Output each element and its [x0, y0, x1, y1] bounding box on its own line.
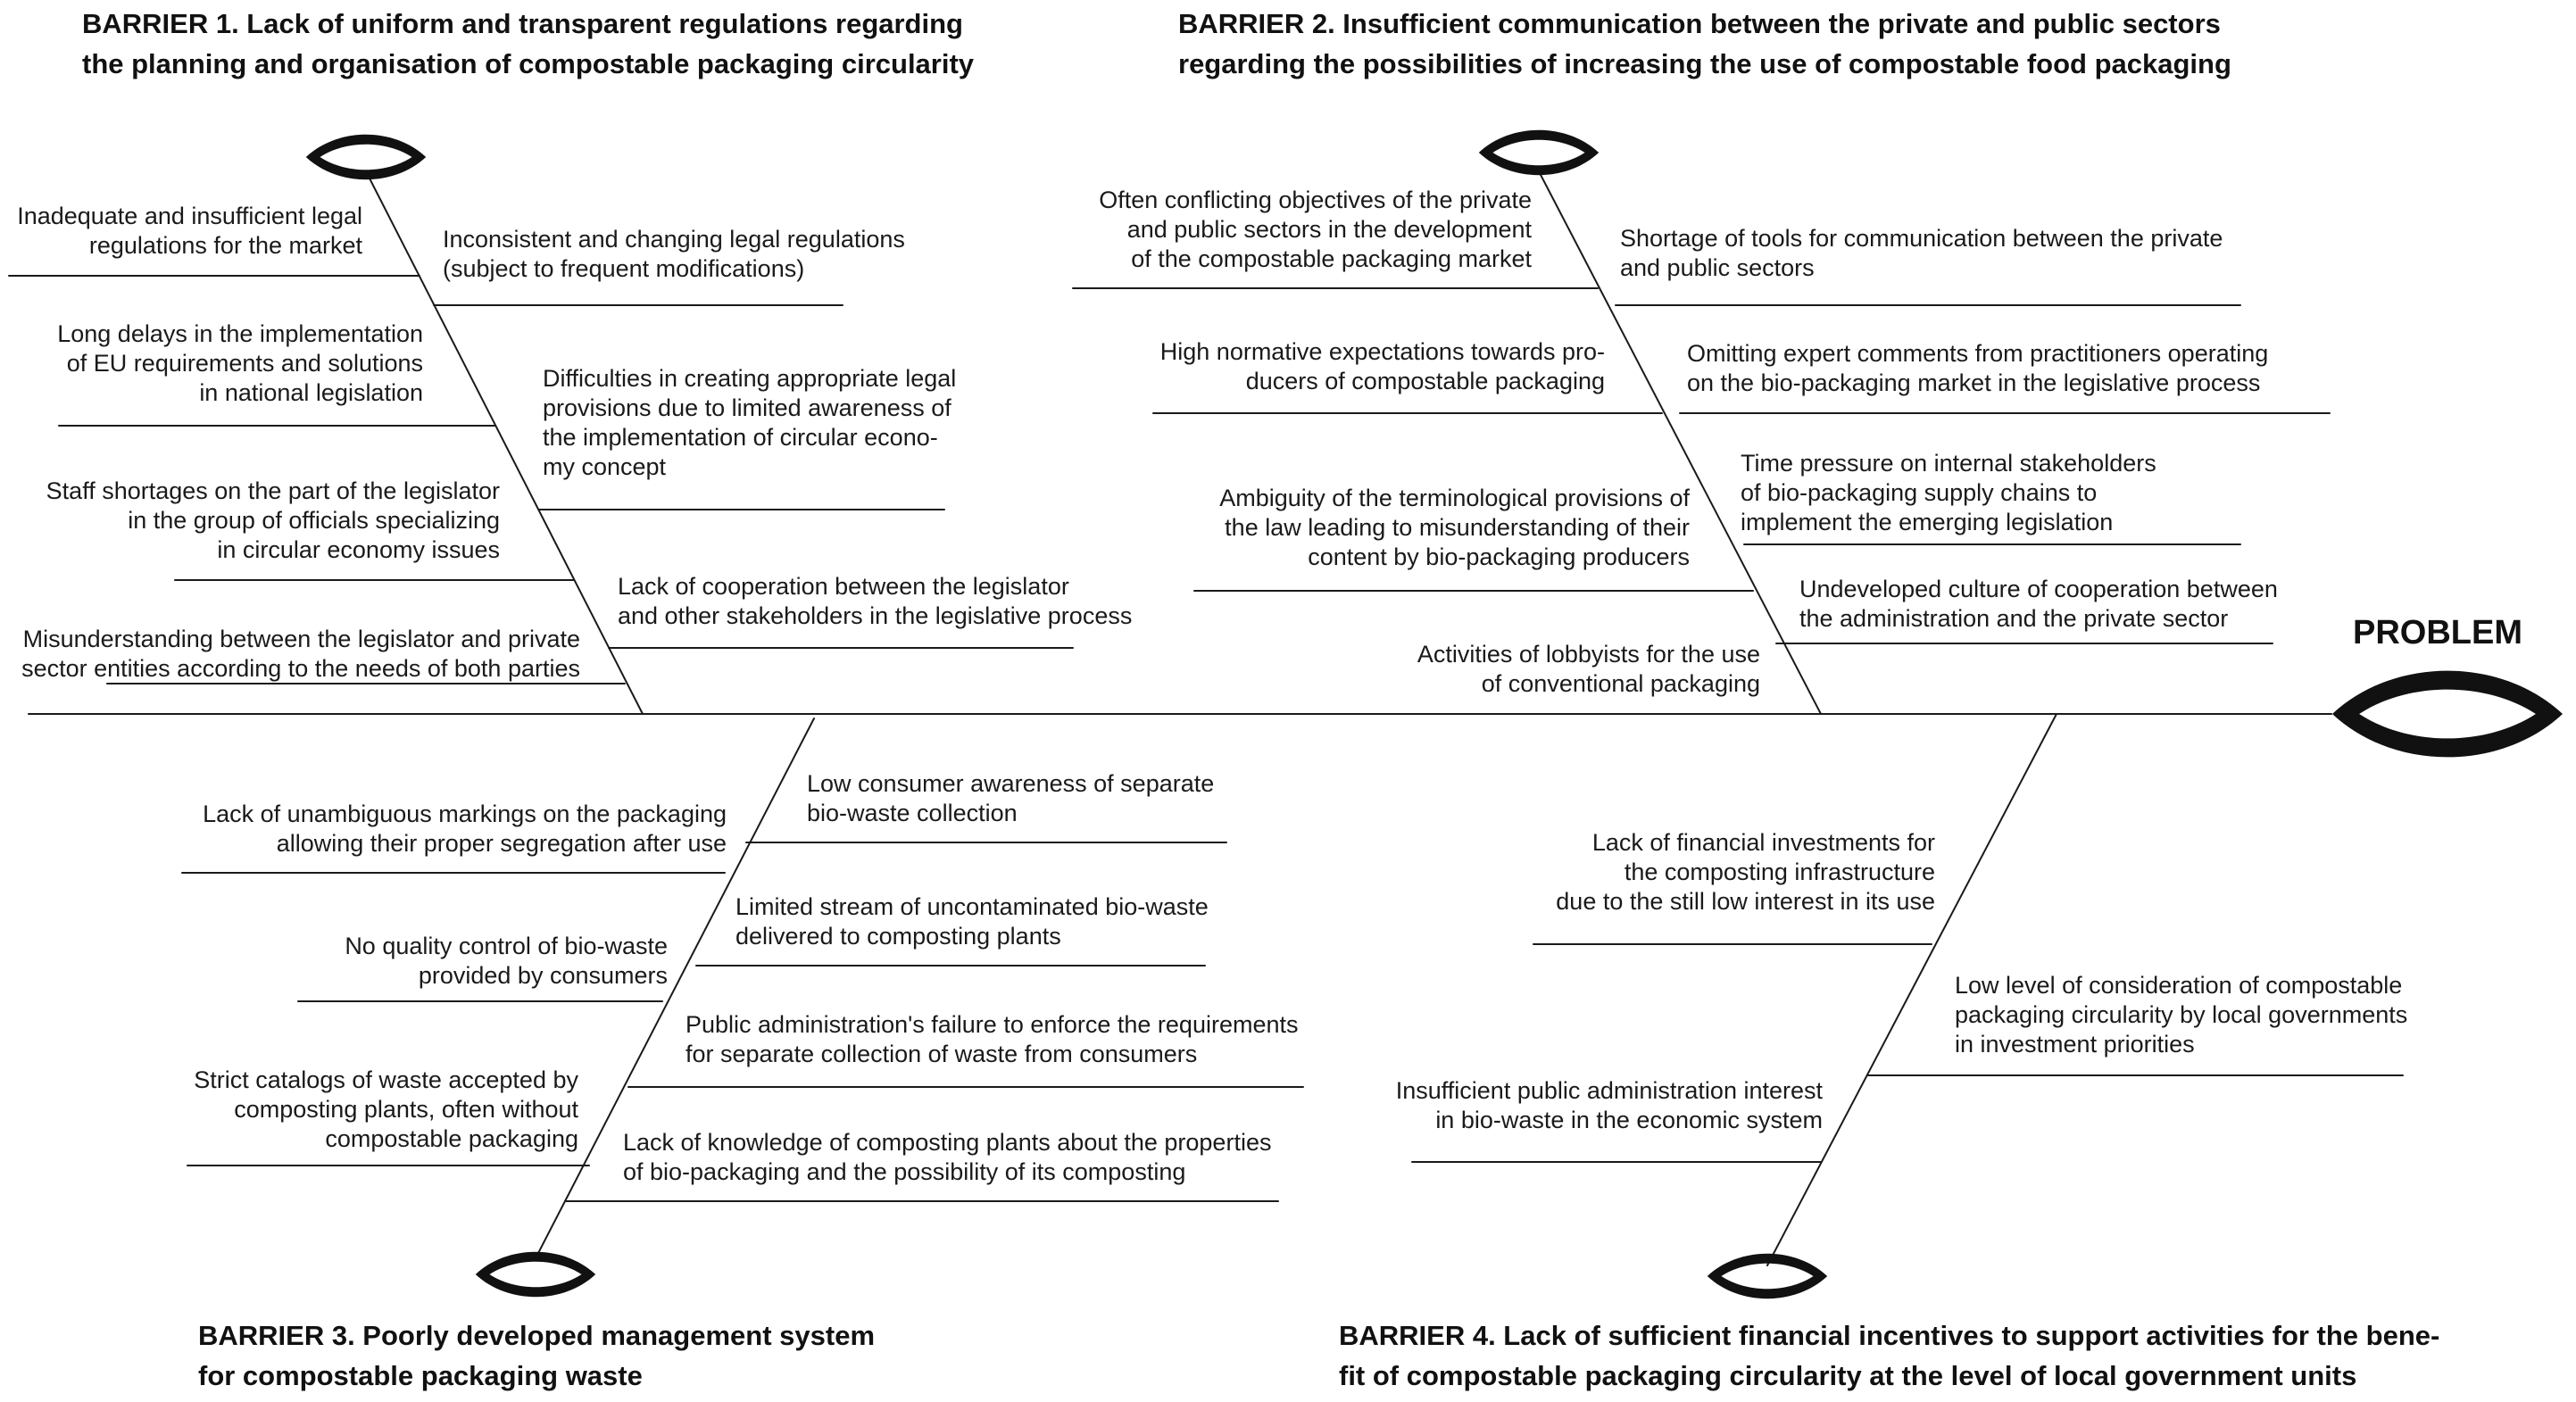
barrier-4-head-icon [1707, 1253, 1828, 1299]
barrier-3-head-icon [475, 1251, 596, 1298]
cause-label: Low consumer awareness of separate bio-w… [807, 770, 1215, 826]
cause-label: Strict catalogs of waste accepted by com… [194, 1066, 578, 1152]
barrier-2-head-icon [1478, 129, 1600, 176]
cause-label: High normative expectations towards pro-… [1159, 338, 1605, 394]
cause-label: Lack of knowledge of composting plants a… [623, 1129, 1272, 1185]
barrier-4-title: BARRIER 4. Lack of sufficient financial … [1339, 1320, 2440, 1391]
cause-label: Staff shortages on the part of the legis… [46, 477, 500, 563]
cause-label: Insufficient public administration inter… [1395, 1077, 1823, 1133]
cause-label: Ambiguity of the terminological provisio… [1219, 485, 1690, 570]
cause-label: Time pressure on internal stakeholders o… [1741, 450, 2156, 535]
cause-label: Difficulties in creating appropriate leg… [543, 365, 957, 480]
cause-label: Low level of consideration of compostabl… [1955, 972, 2408, 1058]
cause-label: Public administration's failure to enfor… [686, 1011, 1299, 1067]
barrier-1-head-icon [305, 134, 427, 180]
barrier-4-bone [1766, 713, 2057, 1266]
barrier-1-title: BARRIER 1. Lack of uniform and transpare… [82, 8, 975, 79]
barrier-1-bone [365, 170, 644, 715]
problem-label: PROBLEM [2353, 614, 2522, 651]
cause-label: Omitting expert comments from practition… [1687, 340, 2269, 396]
barrier-3-bone [535, 718, 815, 1259]
cause-label: Lack of cooperation between the legislat… [618, 573, 1133, 629]
cause-label: Shortage of tools for communication betw… [1620, 225, 2223, 281]
cause-label: Long delays in the implementation of EU … [57, 320, 423, 406]
cause-label: Misunderstanding between the legislator … [21, 626, 580, 682]
cause-label: Often conflicting objectives of the priv… [1099, 187, 1532, 272]
cause-label: Activities of lobbyists for the use of c… [1417, 641, 1760, 697]
cause-label: No quality control of bio-waste provided… [345, 933, 668, 989]
barrier-3-title: BARRIER 3. Poorly developed management s… [198, 1320, 876, 1391]
cause-label: Lack of financial investments for the co… [1556, 829, 1935, 915]
problem-fish-head-icon [2332, 670, 2563, 758]
cause-label: Lack of unambiguous markings on the pack… [203, 801, 727, 857]
cause-label: Undeveloped culture of cooperation betwe… [1799, 576, 2278, 632]
cause-label: Inadequate and insufficient legal regula… [17, 203, 362, 259]
barrier-2-title: BARRIER 2. Insufficient communication be… [1178, 8, 2231, 79]
cause-label: Limited stream of uncontaminated bio-was… [735, 893, 1209, 950]
barrier-2-bone [1538, 170, 1822, 715]
cause-label: Inconsistent and changing legal regulati… [443, 226, 905, 282]
